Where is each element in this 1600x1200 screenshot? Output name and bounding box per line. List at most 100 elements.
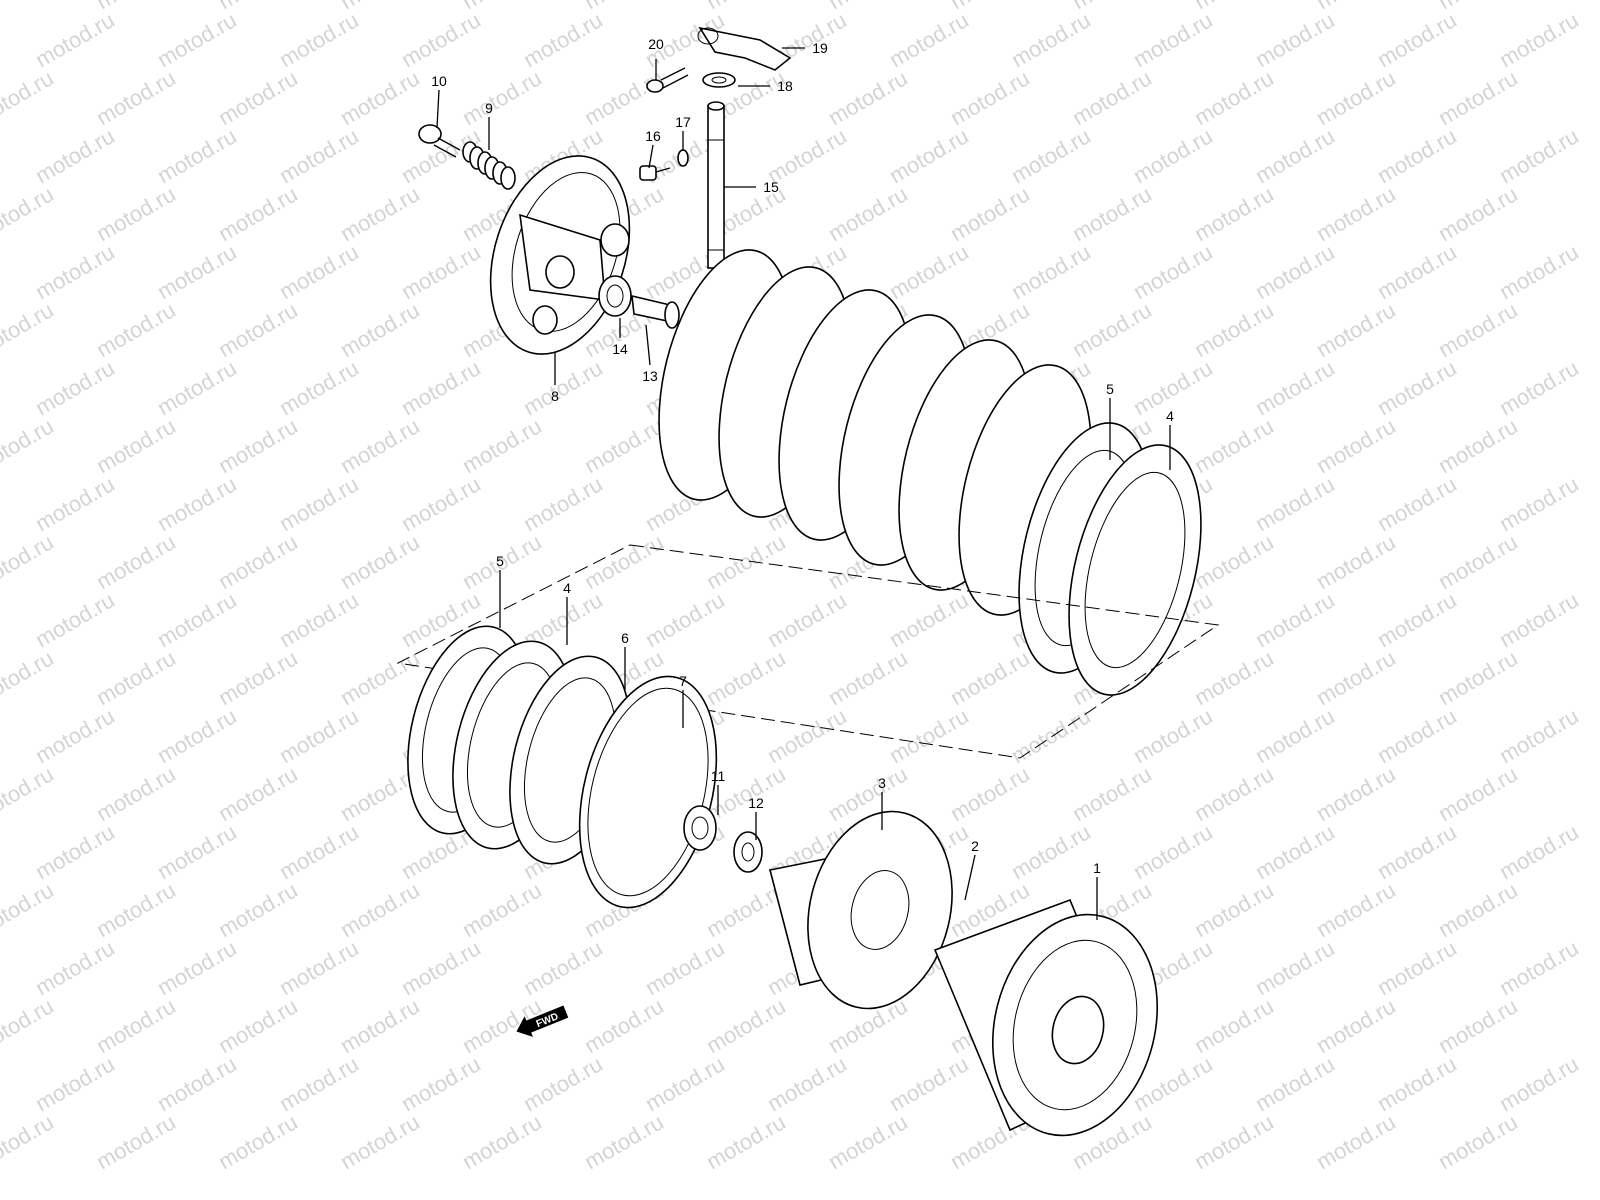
- watermark-text: motod.ru: [1129, 123, 1217, 188]
- watermark-text: motod.ru: [397, 935, 485, 1000]
- watermark-text: motod.ru: [275, 355, 363, 420]
- watermark-text: motod.ru: [885, 587, 973, 652]
- watermark-text: motod.ru: [702, 529, 790, 594]
- watermark-text: motod.ru: [946, 645, 1034, 710]
- label-part-15: 15: [763, 179, 779, 195]
- watermark-text: motod.ru: [153, 1051, 241, 1116]
- watermark-text: motod.ru: [1373, 123, 1461, 188]
- bolt-20-drawing: [646, 67, 689, 93]
- watermark-text: motod.ru: [214, 181, 302, 246]
- watermark-text: motod.ru: [580, 529, 668, 594]
- watermark-text: motod.ru: [1251, 703, 1339, 768]
- watermark-text: motod.ru: [31, 471, 119, 536]
- watermark-text: motod.ru: [275, 239, 363, 304]
- nut-11-drawing: [683, 805, 717, 851]
- label-part-11: 11: [711, 768, 726, 784]
- watermark-text: motod.ru: [0, 529, 58, 594]
- watermark-text: motod.ru: [1373, 819, 1461, 884]
- release-arm-19-drawing: [697, 26, 792, 71]
- label-part-6: 6: [621, 630, 629, 646]
- watermark-text: motod.ru: [885, 7, 973, 72]
- watermark-text: motod.ru: [397, 355, 485, 420]
- watermark-text: motod.ru: [1373, 935, 1461, 1000]
- watermark-text: motod.ru: [214, 529, 302, 594]
- watermark-text: motod.ru: [397, 1051, 485, 1116]
- watermark-text: motod.ru: [0, 413, 58, 478]
- watermark-text: motod.ru: [336, 529, 424, 594]
- watermark-text: motod.ru: [519, 7, 607, 72]
- label-part-16: 16: [645, 128, 661, 144]
- label-part-20: 20: [648, 36, 664, 52]
- label-part-18: 18: [777, 78, 793, 94]
- label-part-7: 7: [679, 673, 687, 689]
- watermark-text: motod.ru: [214, 645, 302, 710]
- label-part-4-lower: 4: [563, 580, 571, 596]
- watermark-text: motod.ru: [1312, 761, 1400, 826]
- watermark-text: motod.ru: [31, 703, 119, 768]
- label-part-3: 3: [878, 775, 886, 791]
- watermark-text: motod.ru: [153, 355, 241, 420]
- watermark-text: motod.ru: [946, 65, 1034, 130]
- watermark-text: motod.ru: [519, 471, 607, 536]
- plate-set-frame: [396, 544, 1220, 759]
- watermark-text: motod.ru: [275, 935, 363, 1000]
- watermark-text: motod.ru: [397, 239, 485, 304]
- watermark-text: motod.ru: [1434, 413, 1522, 478]
- watermark-text: motod.ru: [336, 65, 424, 130]
- watermark-text: motod.ru: [519, 355, 607, 420]
- label-part-5-upper: 5: [1106, 381, 1114, 397]
- clutch-hub-3-drawing: [769, 810, 953, 1010]
- watermark-text: motod.ru: [702, 993, 790, 1058]
- watermark-text: motod.ru: [580, 413, 668, 478]
- watermark-text: motod.ru: [31, 7, 119, 72]
- watermark-text: motod.ru: [0, 181, 58, 246]
- watermark-text: motod.ru: [1251, 1051, 1339, 1116]
- watermark-text: motod.ru: [1434, 529, 1522, 594]
- watermark-text: motod.ru: [0, 645, 58, 710]
- label-part-19: 19: [812, 40, 828, 56]
- watermark-text: motod.ru: [1434, 993, 1522, 1058]
- watermark-text: motod.ru: [1251, 355, 1339, 420]
- fwd-direction-arrow: FWD: [516, 1005, 569, 1037]
- watermark-text: motod.ru: [1007, 703, 1095, 768]
- watermark-text: motod.ru: [153, 587, 241, 652]
- watermark-text: motod.ru: [153, 471, 241, 536]
- watermark-text: motod.ru: [1068, 761, 1156, 826]
- watermark-text: motod.ru: [1251, 935, 1339, 1000]
- watermark-text: motod.ru: [946, 181, 1034, 246]
- watermark-text: motod.ru: [92, 993, 180, 1058]
- watermark-text: motod.ru: [1190, 297, 1278, 362]
- watermark-text: motod.ru: [519, 1051, 607, 1116]
- watermark-text: motod.ru: [92, 1109, 180, 1174]
- watermark-text: motod.ru: [1251, 123, 1339, 188]
- watermark-text: motod.ru: [275, 703, 363, 768]
- watermark-text: motod.ru: [641, 1051, 729, 1116]
- watermark-text: motod.ru: [1312, 413, 1400, 478]
- watermark-text: motod.ru: [153, 703, 241, 768]
- watermark-text: motod.ru: [1434, 877, 1522, 942]
- watermark-text: motod.ru: [1373, 471, 1461, 536]
- watermark-text: motod.ru: [31, 1051, 119, 1116]
- watermark-text: motod.ru: [153, 819, 241, 884]
- watermark-text: motod.ru: [1251, 471, 1339, 536]
- clutch-housing-1-drawing: [933, 898, 1159, 1137]
- watermark-text: motod.ru: [0, 1109, 58, 1174]
- push-piece-13-drawing: [631, 294, 680, 329]
- watermark-text: motod.ru: [1129, 703, 1217, 768]
- watermark-text: motod.ru: [275, 123, 363, 188]
- watermark-text: motod.ru: [458, 877, 546, 942]
- watermark-text: motod.ru: [1068, 181, 1156, 246]
- watermark-text: motod.ru: [153, 7, 241, 72]
- watermark-text: motod.ru: [153, 123, 241, 188]
- watermark-text: motod.ru: [946, 761, 1034, 826]
- watermark-text: motod.ru: [0, 65, 58, 130]
- watermark-text: motod.ru: [0, 297, 58, 362]
- watermark-text: motod.ru: [1190, 645, 1278, 710]
- watermark-text: motod.ru: [397, 471, 485, 536]
- watermark-text: motod.ru: [31, 239, 119, 304]
- watermark-text: motod.ru: [1495, 1051, 1583, 1116]
- watermark-text: motod.ru: [519, 935, 607, 1000]
- watermark-text: motod.ru: [92, 65, 180, 130]
- watermark-text: motod.ru: [92, 529, 180, 594]
